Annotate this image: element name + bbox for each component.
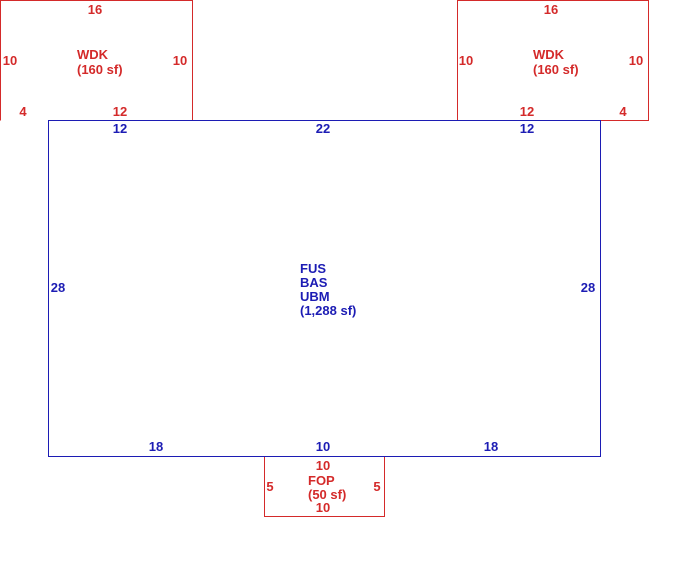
main-top-right-dim: 12 xyxy=(520,121,534,136)
fop-area-label: (50 sf) xyxy=(308,487,346,502)
wdk-right-code: WDK xyxy=(533,47,565,62)
main-area: 12 22 12 28 28 18 10 18 FUS BAS UBM (1,2… xyxy=(48,120,601,457)
fop-bottom-dim: 10 xyxy=(316,500,330,515)
fop-right-dim: 5 xyxy=(373,479,380,494)
wdk-left-bottom-left-dim: 4 xyxy=(19,104,27,119)
main-bottom-right-dim: 18 xyxy=(484,439,498,454)
wdk-right-area: 16 10 10 12 4 WDK (160 sf) xyxy=(457,0,649,121)
fop-area: 10 5 5 10 FOP (50 sf) xyxy=(264,456,385,517)
main-bottom-left-dim: 18 xyxy=(149,439,163,454)
wdk-left-top-dim: 16 xyxy=(88,2,102,17)
main-bottom-mid-dim: 10 xyxy=(316,439,330,454)
wdk-right-outline xyxy=(457,0,649,121)
wdk-right-bottom-left-dim: 12 xyxy=(520,104,534,119)
wdk-left-area-label: (160 sf) xyxy=(77,62,123,77)
fop-code: FOP xyxy=(308,473,335,488)
main-code-fus: FUS xyxy=(300,261,326,276)
wdk-right-left-dim: 10 xyxy=(459,53,473,68)
wdk-left-area: 16 10 10 4 12 WDK (160 sf) xyxy=(0,0,193,121)
wdk-right-top-dim: 16 xyxy=(544,2,558,17)
wdk-left-bottom-right-dim: 12 xyxy=(113,104,127,119)
wdk-left-left-dim: 10 xyxy=(3,53,17,68)
main-left-dim: 28 xyxy=(51,280,65,295)
wdk-right-area-label: (160 sf) xyxy=(533,62,579,77)
wdk-left-code: WDK xyxy=(77,47,109,62)
main-outline xyxy=(48,120,601,457)
main-code-ubm: UBM xyxy=(300,289,330,304)
wdk-left-outline xyxy=(0,0,193,121)
main-area-label: (1,288 sf) xyxy=(300,303,356,318)
main-right-dim: 28 xyxy=(581,280,595,295)
main-top-left-dim: 12 xyxy=(113,121,127,136)
fop-left-dim: 5 xyxy=(266,479,273,494)
wdk-left-right-dim: 10 xyxy=(173,53,187,68)
main-top-mid-dim: 22 xyxy=(316,121,330,136)
main-code-bas: BAS xyxy=(300,275,328,290)
wdk-right-bottom-right-dim: 4 xyxy=(619,104,627,119)
fop-top-dim: 10 xyxy=(316,458,330,473)
wdk-right-right-dim: 10 xyxy=(629,53,643,68)
